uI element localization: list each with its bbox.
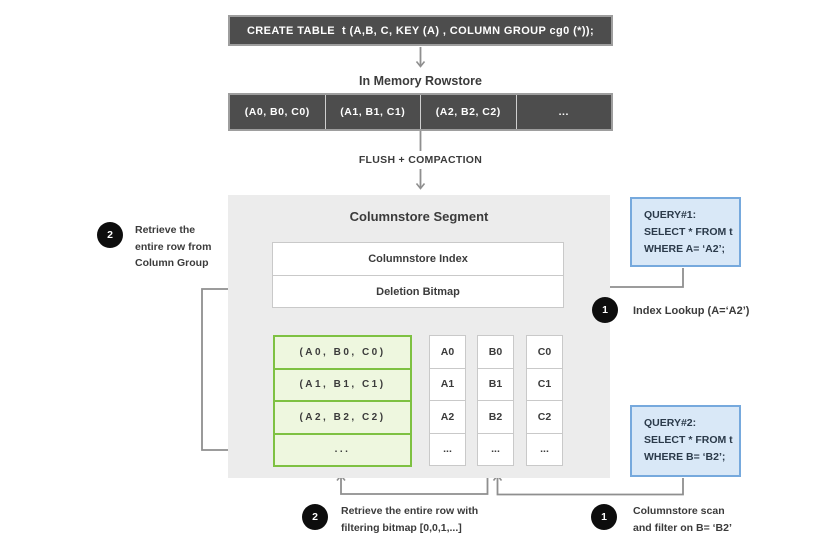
column-cell: ... [430, 432, 465, 466]
query2-box: QUERY#2: SELECT * FROM t WHERE B= ‘B2’; [630, 405, 741, 477]
column-b-stack: B0 B1 B2 ... [477, 335, 514, 466]
column-cell: A1 [430, 367, 465, 401]
rowstore-cell: (A1, B1, C1) [324, 95, 421, 129]
column-cell: B1 [478, 367, 513, 401]
column-cell: ... [527, 432, 562, 466]
columnstore-scan-note: Columnstore scan and filter on B= ‘B2’ [633, 503, 732, 536]
note-line: Column Group [135, 257, 209, 269]
index-bitmap-box: Columnstore Index Deletion Bitmap [272, 242, 564, 308]
columnstore-index-row: Columnstore Index [368, 253, 468, 265]
step-1-badge: 1 [591, 504, 617, 530]
column-group-row: (A0, B0, C0) [299, 346, 386, 358]
column-cell: C1 [527, 367, 562, 401]
column-group-row: (A1, B1, C1) [275, 367, 410, 401]
rowstore-cell: (A2, B2, C2) [420, 95, 516, 129]
flush-compaction-label: FLUSH + COMPACTION [358, 154, 483, 166]
note-line: Retrieve the entire row with [341, 505, 479, 517]
column-c-stack: C0 C1 C2 ... [526, 335, 563, 466]
note-line: entire row from [135, 240, 212, 253]
column-cell: B0 [488, 345, 503, 358]
query1-line: QUERY#1: [644, 209, 697, 221]
retrieve-row-bitmap-note: Retrieve the entire row with filtering b… [341, 503, 478, 536]
create-table-statement: CREATE TABLE t (A,B, C, KEY (A) , COLUMN… [228, 15, 613, 46]
rowstore-title: In Memory Rowstore [359, 74, 482, 88]
segment-title: Columnstore Segment [349, 209, 489, 224]
rowstore-cell: (A0, B0, C0) [244, 106, 310, 118]
column-cell: A2 [430, 400, 465, 433]
column-cell: A0 [440, 345, 455, 358]
step-2-badge: 2 [97, 222, 123, 248]
query1-line: WHERE A= ‘A2’; [644, 243, 725, 255]
step-1-badge: 1 [592, 297, 618, 323]
column-group-row: ... [275, 432, 410, 466]
column-group-row: (A2, B2, C2) [275, 400, 410, 433]
note-line: Columnstore scan [633, 505, 725, 517]
query1-box: QUERY#1: SELECT * FROM t WHERE A= ‘A2’; [630, 197, 741, 267]
query2-line: WHERE B= ‘B2’; [644, 451, 726, 463]
column-group-box: (A0, B0, C0) (A1, B1, C1) (A2, B2, C2) .… [273, 335, 412, 467]
retrieve-row-column-group-note: Retrieve the entire row from Column Grou… [135, 222, 211, 272]
column-a-stack: A0 A1 A2 ... [429, 335, 466, 466]
index-lookup-note: Index Lookup (A=‘A2’) [633, 305, 750, 317]
step-2-badge: 2 [302, 504, 328, 530]
note-line: filtering bitmap [0,0,1,...] [341, 521, 462, 534]
column-cell: C2 [527, 400, 562, 433]
rowstore-bar: (A0, B0, C0) (A1, B1, C1) (A2, B2, C2) .… [228, 93, 613, 131]
arrow-query2-to-bcolumn [492, 474, 684, 496]
column-cell: ... [478, 432, 513, 466]
note-line: Retrieve the [135, 224, 196, 236]
column-cell: C0 [537, 345, 552, 358]
deletion-bitmap-row: Deletion Bitmap [273, 275, 563, 308]
query2-line: SELECT * FROM t [644, 434, 733, 446]
query1-line: SELECT * FROM t [644, 226, 733, 238]
note-line: and filter on B= ‘B2’ [633, 521, 732, 534]
rowstore-cell: ... [515, 95, 612, 129]
query2-line: QUERY#2: [644, 417, 697, 429]
column-cell: B2 [478, 400, 513, 433]
